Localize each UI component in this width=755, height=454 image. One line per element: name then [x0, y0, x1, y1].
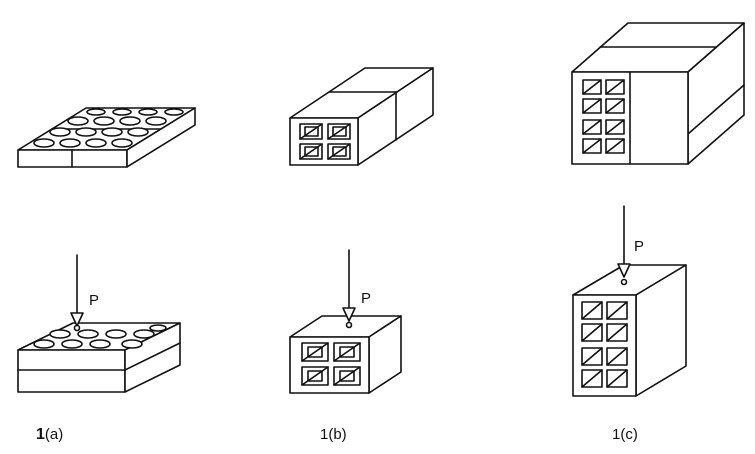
caption-a-number: 1	[36, 426, 45, 443]
caption-b: 1(b)	[320, 426, 347, 443]
cells-b-bottom	[301, 342, 361, 386]
plate-holes-loaded	[33, 324, 167, 349]
block-2x4-loaded	[572, 264, 687, 397]
block-2x2-loaded	[289, 315, 402, 394]
plate-loaded	[17, 322, 181, 393]
load-label-a: P	[89, 292, 99, 309]
block-2x4-two-pieces	[571, 22, 745, 165]
cells-c-top	[582, 79, 625, 154]
caption-a-letter: (a)	[44, 426, 64, 443]
load-arrow-c	[617, 205, 631, 286]
caption-c: 1(c)	[612, 426, 638, 443]
block-2x2-two-pieces	[289, 67, 434, 166]
plate-two-pieces	[17, 107, 196, 168]
load-label-b: P	[361, 290, 371, 307]
cells-c-bottom	[581, 301, 628, 388]
caption-a: 1(a)	[36, 426, 63, 444]
load-label-c: P	[634, 238, 644, 255]
cells-b-top	[299, 123, 351, 160]
load-arrow-b	[342, 249, 356, 329]
plate-holes	[33, 108, 184, 148]
load-arrow-a	[70, 254, 84, 332]
